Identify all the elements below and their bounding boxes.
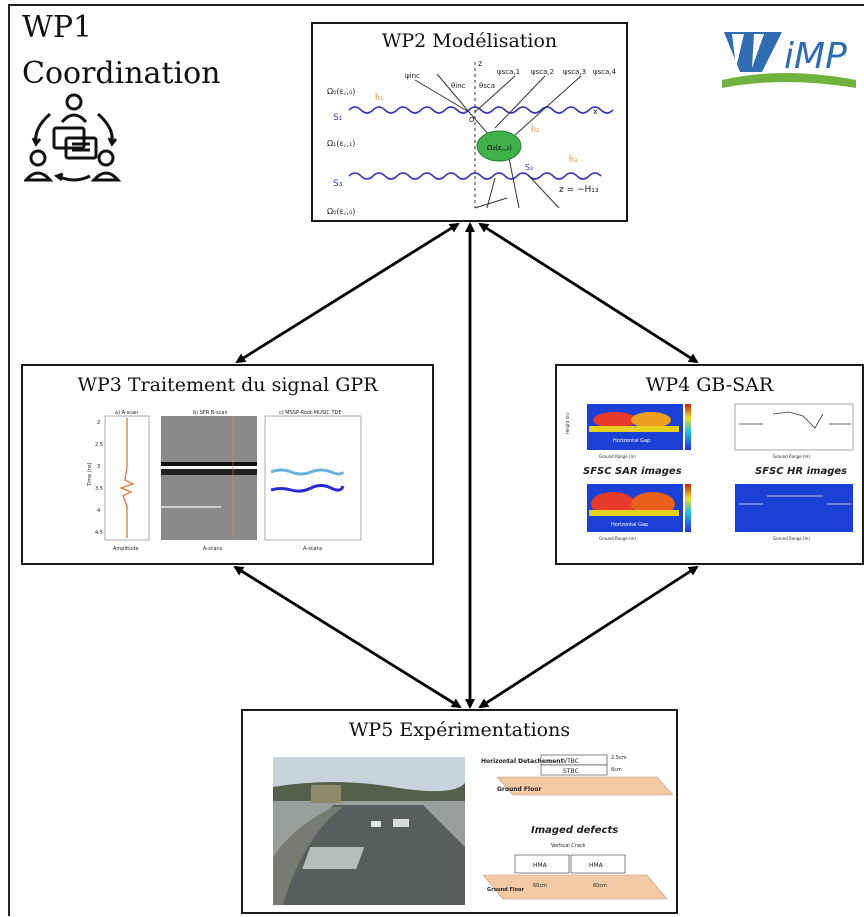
wp5-defect-schematic: VTBC STBC Horizontal Detachement Ground …: [481, 754, 673, 900]
svg-text:O: O: [469, 116, 475, 124]
wp3-gpr-figure: a) A-scan b) SFR B-scan c) MSSP-Root-MUS…: [87, 410, 362, 552]
svg-text:Ω₂(ε꜀,₂): Ω₂(ε꜀,₂): [487, 144, 512, 152]
svg-text:Ground Range (m): Ground Range (m): [773, 536, 810, 541]
diagram-frame: [8, 4, 864, 916]
imaged-defects-caption: Imaged defects: [531, 825, 618, 836]
svg-text:A-scans: A-scans: [303, 546, 323, 552]
svg-text:Ω₁(ε꜀,₁): Ω₁(ε꜀,₁): [327, 139, 355, 148]
svg-text:Vertical Crack: Vertical Crack: [551, 843, 586, 849]
svg-text:c) MSSP-Root-MUSIC TDE: c) MSSP-Root-MUSIC TDE: [279, 410, 342, 416]
svg-text:Horizontal Gap: Horizontal Gap: [611, 522, 648, 528]
wp2-scattering-diagram: Ω₂(ε꜀,₂) Ω₀(ε꜀,₀) Ω₁(ε꜀,₁) Ω₀(ε꜀,₀) S₁ S…: [327, 59, 617, 216]
svg-text:A-scans: A-scans: [203, 546, 223, 552]
svg-text:6cm: 6cm: [611, 767, 622, 773]
svg-text:4: 4: [97, 508, 100, 514]
svg-text:S₁: S₁: [333, 113, 343, 123]
svg-text:Ω₀(ε꜀,₀): Ω₀(ε꜀,₀): [327, 87, 355, 96]
svg-text:ĥ₃: ĥ₃: [568, 153, 577, 164]
svg-text:60cm: 60cm: [593, 883, 607, 889]
svg-text:S₃: S₃: [333, 179, 343, 189]
svg-text:Ground Floor: Ground Floor: [497, 786, 541, 793]
svg-text:Ω₀(ε꜀,₀): Ω₀(ε꜀,₀): [327, 207, 355, 216]
svg-text:θinc: θinc: [451, 82, 466, 90]
svg-text:Ground Range (m): Ground Range (m): [599, 536, 636, 541]
svg-text:Amplitude: Amplitude: [113, 546, 139, 552]
svg-text:3: 3: [97, 464, 100, 470]
wp5-box: WP5 Expérimentations VTBC STBC Horizonta…: [241, 709, 678, 914]
sfsc-hr-caption: SFSC HR images: [755, 466, 847, 477]
svg-text:2: 2: [97, 420, 100, 426]
svg-text:Time (ns): Time (ns): [87, 462, 93, 487]
sfsc-sar-caption: SFSC SAR images: [583, 466, 682, 477]
wp5-title: WP5 Expérimentations: [348, 719, 571, 741]
svg-text:2.5cm: 2.5cm: [611, 755, 627, 761]
svg-text:ĥ₁: ĥ₁: [374, 91, 383, 102]
team-coordination-icon: [24, 93, 122, 182]
svg-text:Ground Floor: Ground Floor: [487, 887, 524, 893]
svg-text:ψinc: ψinc: [405, 72, 420, 80]
wp1-title: WP1: [22, 10, 93, 45]
test-track-photo: [273, 757, 465, 905]
svg-text:STBC: STBC: [563, 768, 579, 775]
svg-text:2.5: 2.5: [95, 442, 103, 448]
svg-text:4.5: 4.5: [95, 530, 103, 536]
svg-text:θsca: θsca: [479, 82, 495, 90]
logo-text: iMP: [784, 36, 847, 77]
svg-text:60cm: 60cm: [533, 883, 547, 889]
wp2-title: WP2 Modélisation: [381, 30, 558, 52]
wp1-subtitle: Coordination: [22, 56, 221, 91]
svg-text:VTBC: VTBC: [563, 758, 579, 765]
arrow-wp2-wp3: [235, 222, 460, 364]
svg-text:b) SFR B-scan: b) SFR B-scan: [193, 410, 228, 416]
svg-text:Height (m): Height (m): [565, 412, 570, 434]
imp-logo: iMP: [722, 28, 856, 96]
wp3-box: WP3 Traitement du signal GPR a) A-scan b…: [21, 364, 434, 565]
svg-text:ψsca,1: ψsca,1: [497, 68, 520, 76]
arrow-wp4-wp5: [478, 565, 699, 709]
svg-text:ψsca,3: ψsca,3: [563, 68, 586, 76]
arrow-wp3-wp5: [233, 565, 462, 709]
svg-text:3.5: 3.5: [95, 486, 103, 492]
wp4-title: WP4 GB-SAR: [645, 374, 774, 396]
svg-text:Ground Range (m): Ground Range (m): [599, 454, 636, 459]
wp4-sar-figure: Horizontal Gap Ground Range (m) Height (…: [565, 403, 854, 541]
svg-text:ĥ₂: ĥ₂: [530, 123, 539, 134]
svg-text:ψsca,4: ψsca,4: [593, 68, 617, 76]
svg-text:ψsca,2: ψsca,2: [531, 68, 554, 76]
svg-text:Horizontal Detachement: Horizontal Detachement: [481, 758, 564, 765]
svg-text:z = −H₁₃: z = −H₁₃: [559, 185, 599, 195]
svg-text:Ground Range (m): Ground Range (m): [773, 454, 810, 459]
svg-text:a) A-scan: a) A-scan: [115, 410, 138, 416]
svg-text:Horizontal Gap: Horizontal Gap: [613, 438, 650, 444]
svg-text:HMA: HMA: [533, 862, 548, 869]
svg-text:z: z: [478, 59, 482, 68]
svg-text:HMA: HMA: [589, 862, 604, 869]
arrow-wp2-wp4: [478, 222, 699, 364]
svg-text:S₂: S₂: [525, 163, 533, 172]
wp2-box: WP2 Modélisation Ω₂(ε꜀,₂) Ω₀(ε꜀,₀) Ω₁(ε꜀…: [311, 22, 628, 222]
wp4-box: WP4 GB-SAR Horizontal Gap Ground Range (…: [555, 364, 864, 565]
svg-text:x: x: [593, 107, 598, 116]
wp3-title: WP3 Traitement du signal GPR: [77, 374, 378, 396]
